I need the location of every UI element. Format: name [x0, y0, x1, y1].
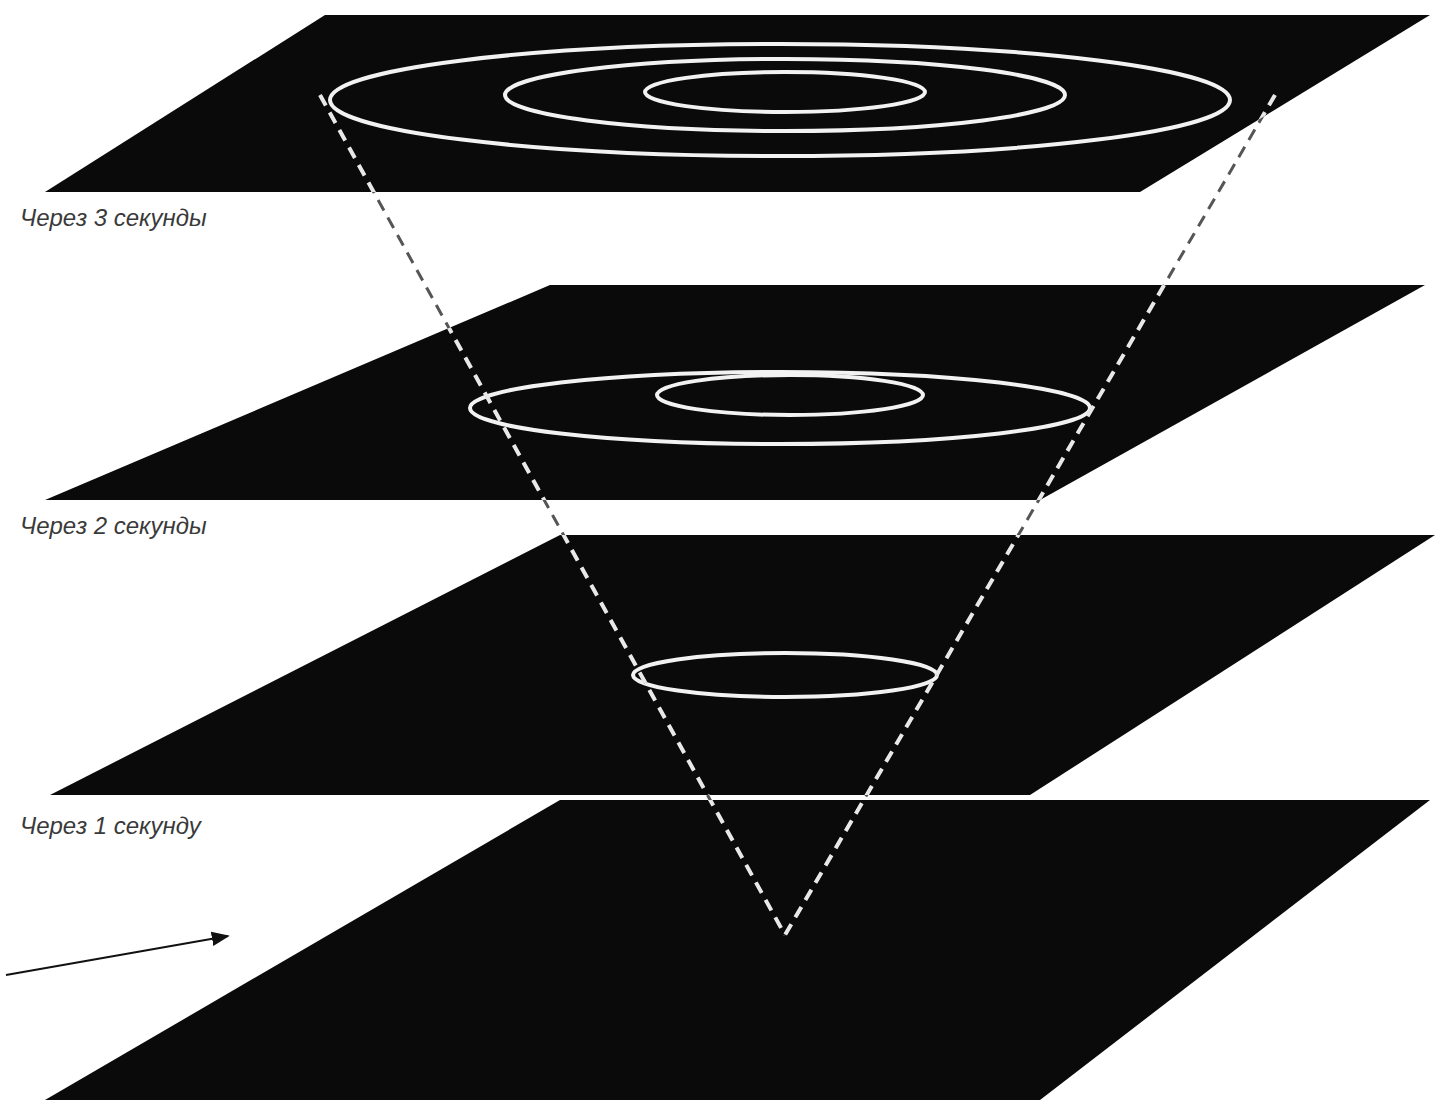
time-plane — [45, 285, 1425, 500]
time-label: Через 1 секунду — [18, 812, 203, 841]
time-label: Через 2 секунды — [18, 512, 209, 541]
time-label: Через 3 секунды — [18, 204, 209, 233]
time-arrow — [6, 936, 228, 975]
cone-lines — [320, 95, 1275, 935]
wave-ring — [645, 72, 925, 112]
wave-ring — [470, 372, 1090, 444]
wave-ring — [505, 59, 1065, 131]
wave-ring — [633, 653, 937, 697]
time-plane — [45, 15, 1430, 192]
wave-ring — [657, 375, 923, 415]
time-plane — [45, 800, 1430, 1100]
time-plane — [50, 535, 1435, 795]
wave-ring — [330, 44, 1230, 156]
